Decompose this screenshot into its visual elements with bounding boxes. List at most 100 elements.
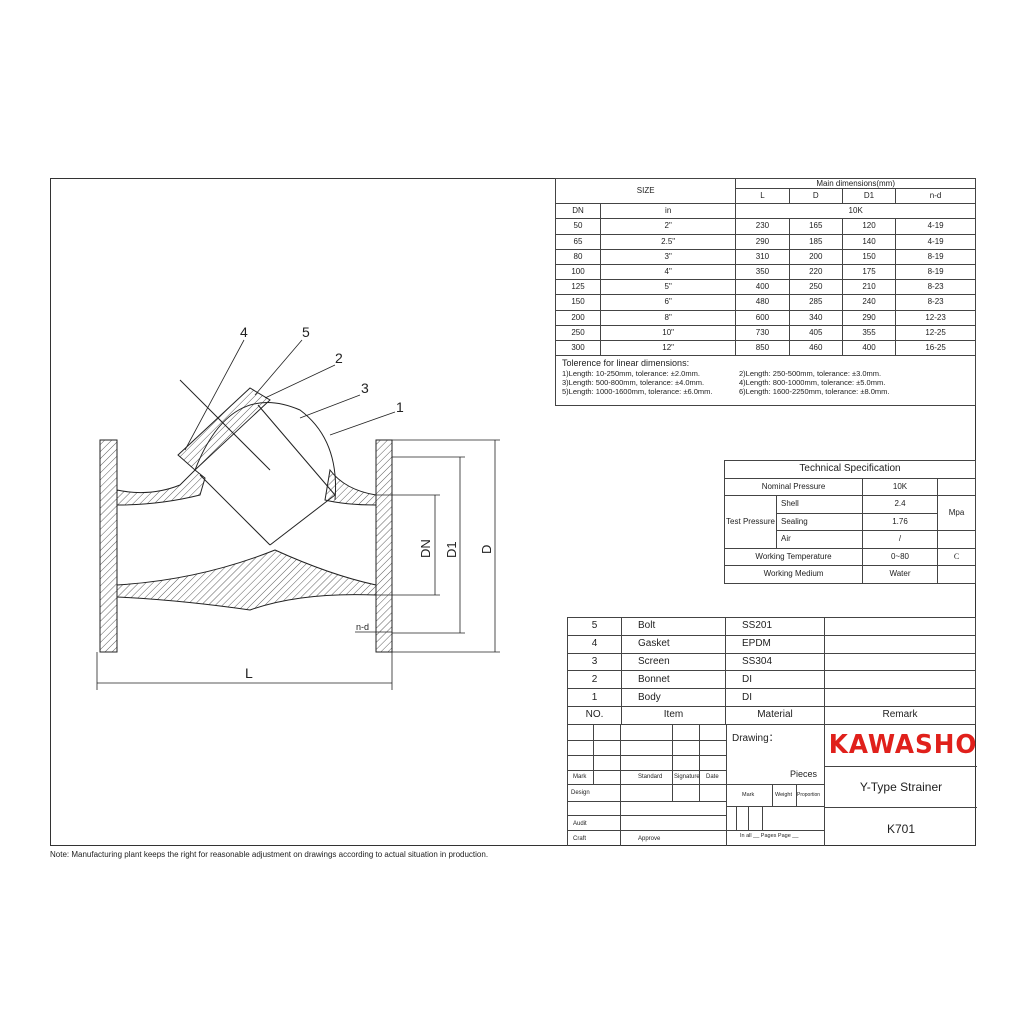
dim-cell-dn: 200 [555,309,601,326]
bom-header-remark: Remark [824,705,976,725]
dim-cell-nd: 4-19 [895,218,976,235]
callout-2: 2 [335,350,343,366]
dim-cell-dn: 50 [555,218,601,235]
bom-cell-remark [824,670,976,690]
shell-label: Shell [776,495,863,514]
callout-4: 4 [240,324,248,340]
bom-cell-no: 4 [567,634,622,654]
dim-cell-inch: 8" [599,309,737,326]
tb-date: Date [706,774,719,780]
medium-label: Working Medium [724,565,863,584]
tb-audit: Audit [573,821,587,827]
upper-wall [116,469,206,506]
bom-header-no: NO. [567,705,622,725]
left-flange [99,439,118,653]
dim-cell-D: 460 [788,339,843,357]
spec-table: Technical Specification Nominal Pressure… [724,460,976,584]
screen-line [269,494,336,546]
bom-cell-no: 5 [567,617,622,636]
medium-value: Water [862,565,938,584]
tb-design: Design [571,790,590,796]
dim-cell-D1: 140 [841,233,897,250]
dim-cell-nd: 8-19 [895,248,976,265]
dim-cell-D: 405 [788,324,843,341]
bom-cell-remark [824,617,976,636]
col-dn: DN [555,203,601,220]
tb-drawing-label: Drawing： [732,733,779,744]
tolerance-item: 5)Length: 1000-1600mm, tolerance: ±6.0mm… [562,387,713,396]
bom-cell-material: EPDM [725,634,825,654]
dim-cell-inch: 3" [599,248,737,265]
dim-cell-nd: 16-25 [895,339,976,357]
tb-proportion: Proportion [797,792,821,798]
callout-1: 1 [396,399,404,415]
main-dim-header: Main dimensions(mm) [735,178,976,189]
tb-mark2: Mark [742,792,755,798]
temp-unit: C [937,547,976,566]
drawing-sheet [50,178,976,846]
tolerance-item: 1)Length: 10-250mm, tolerance: ±2.0mm. [562,369,700,378]
tolerance-item: 2)Length: 250-500mm, tolerance: ±3.0mm. [739,369,882,378]
spec-title: Technical Specification [724,460,976,479]
dim-cell-dn: 125 [555,279,601,296]
dim-cell-nd: 8-23 [895,279,976,296]
tb-craft: Craft [573,836,587,842]
dim-cell-dn: 100 [555,263,601,281]
dim-cell-D1: 210 [841,279,897,296]
bom-cell-material: DI [725,688,825,707]
sealing-label: Sealing [776,512,863,531]
col-L: L [735,187,790,205]
dim-cell-L: 400 [735,279,790,296]
bom-cell-material: DI [725,670,825,690]
production-note: Note: Manufacturing plant keeps the righ… [50,850,489,859]
dim-cell-D1: 355 [841,324,897,341]
dim-cell-inch: 2" [599,218,737,235]
dim-cell-inch: 10" [599,324,737,341]
dim-cell-D: 185 [788,233,843,250]
dim-cell-L: 730 [735,324,790,341]
nominal-value: 10K [862,477,938,496]
dim-D1: D1 [444,541,459,558]
pressure-class: 10K [735,203,976,220]
nominal-label: Nominal Pressure [724,477,863,496]
dim-D: D [479,545,494,554]
tb-pieces: Pieces [790,769,818,779]
temp-value: 0~80 [862,547,938,566]
title-block: Mark Standard Signature Date Design Audi… [567,724,978,846]
dim-cell-inch: 5" [599,279,737,296]
bom-cell-no: 2 [567,670,622,690]
bom-cell-no: 3 [567,652,622,672]
lower-wall [116,549,377,611]
dim-cell-L: 350 [735,263,790,281]
kawasho-logo: KAWASHO [828,730,978,760]
tb-standard: Standard [638,774,663,780]
col-D: D [788,187,843,205]
dim-cell-D1: 240 [841,294,897,311]
air-label: Air [776,530,863,549]
bom-cell-remark [824,652,976,672]
dim-cell-D1: 290 [841,309,897,326]
product-name: Y-Type Strainer [859,780,943,794]
dim-cell-D: 165 [788,218,843,235]
dim-cell-D: 285 [788,294,843,311]
dim-cell-dn: 80 [555,248,601,265]
strainer-body [99,387,393,653]
tb-signature: Signature [674,774,700,780]
tolerance-item: 4)Length: 800-1000mm, tolerance: ±5.0mm. [739,378,886,387]
bom-cell-remark [824,688,976,707]
bom-cell-material: SS304 [725,652,825,672]
dim-cell-dn: 150 [555,294,601,311]
callout-3: 3 [361,380,369,396]
dim-cell-L: 310 [735,248,790,265]
